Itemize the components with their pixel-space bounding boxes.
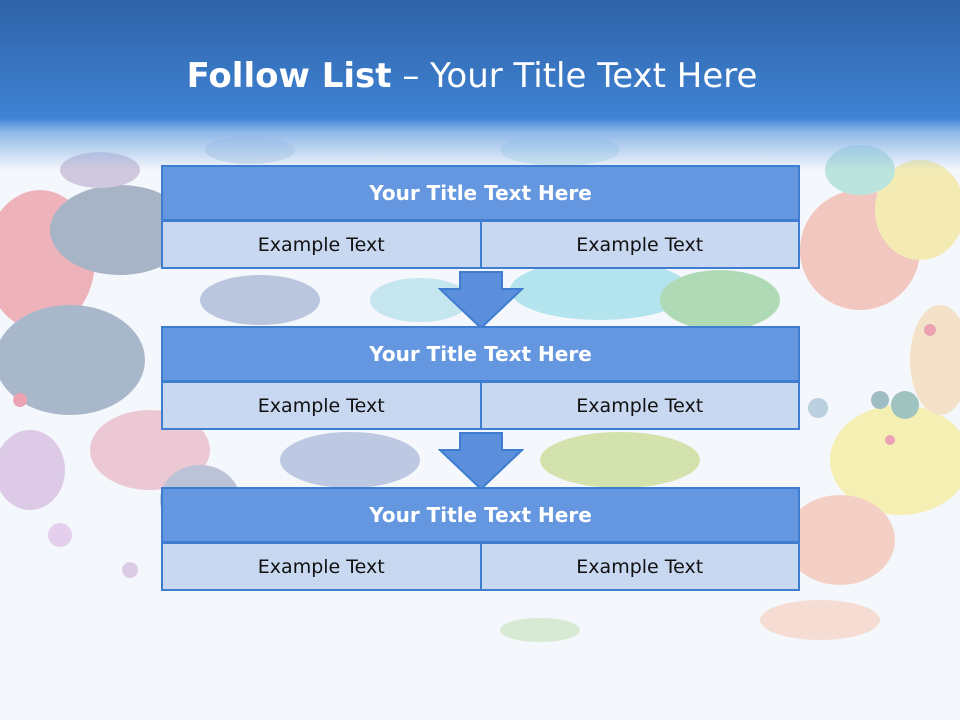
follow-list-item-1: Your Title Text Here Example Text Exampl… [161,165,800,269]
follow-list-item-row: Example Text Example Text [161,381,800,430]
follow-list-item-3: Your Title Text Here Example Text Exampl… [161,487,800,591]
follow-list-item-title: Your Title Text Here [161,326,800,382]
slide-title: Follow List – Your Title Text Here [0,52,944,100]
follow-list-cell-left: Example Text [161,381,482,430]
follow-list-item-title: Your Title Text Here [161,165,800,221]
follow-list-cell-left: Example Text [161,220,482,269]
follow-list-cell-left: Example Text [161,542,482,591]
follow-list-item-2: Your Title Text Here Example Text Exampl… [161,326,800,430]
follow-list-item-title: Your Title Text Here [161,487,800,543]
title-bar [0,0,960,170]
follow-list-cell-right: Example Text [481,220,800,269]
follow-list-cell-right: Example Text [481,542,800,591]
down-arrow-icon [438,432,524,490]
down-arrow-icon [438,271,524,329]
follow-list-item-row: Example Text Example Text [161,542,800,591]
follow-list-cell-right: Example Text [481,381,800,430]
slide-title-rest: – Your Title Text Here [402,56,758,96]
slide-title-bold: Follow List [186,56,392,96]
follow-list-item-row: Example Text Example Text [161,220,800,269]
